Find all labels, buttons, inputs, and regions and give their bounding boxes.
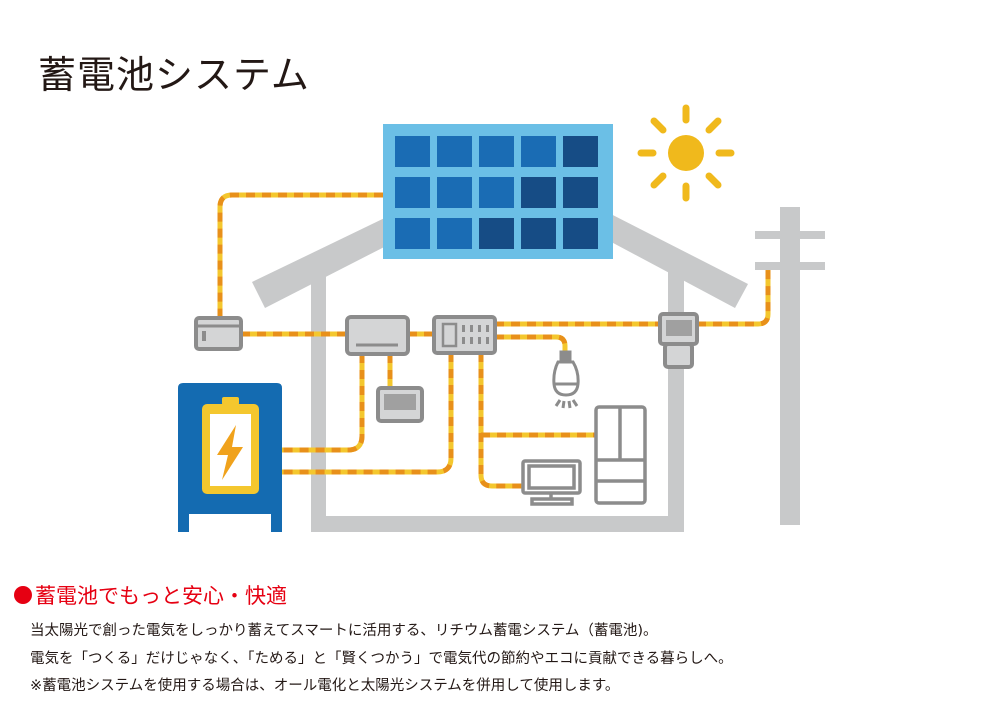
solar-cell bbox=[395, 136, 430, 167]
page-title: 蓄電池システム bbox=[38, 53, 310, 97]
lightning-icon bbox=[217, 425, 243, 480]
solar-cell bbox=[437, 136, 472, 167]
solar-cell bbox=[479, 177, 514, 208]
bullet-icon bbox=[14, 586, 32, 604]
solar-cell bbox=[563, 136, 598, 167]
solar-cell bbox=[395, 218, 430, 249]
power-wire bbox=[217, 192, 383, 318]
monitor-device bbox=[376, 386, 424, 423]
solar-panel bbox=[383, 124, 613, 259]
solar-cell bbox=[563, 218, 598, 249]
power-wire bbox=[282, 354, 365, 453]
solar-cell bbox=[521, 177, 556, 208]
solar-cell bbox=[521, 218, 556, 249]
solar-cell bbox=[395, 177, 430, 208]
solar-cell bbox=[521, 136, 556, 167]
solar-cell bbox=[437, 177, 472, 208]
utility-pole bbox=[755, 207, 825, 525]
section-heading: 蓄電池でもっと安心・快適 bbox=[14, 580, 287, 610]
sun-icon bbox=[637, 104, 735, 202]
power-conditioner bbox=[345, 315, 410, 356]
light-bulb-icon bbox=[552, 350, 580, 409]
wiring bbox=[217, 192, 771, 489]
solar-cell bbox=[479, 136, 514, 167]
solar-cell bbox=[437, 218, 472, 249]
body-line-3: ※蓄電池システムを使用する場合は、オール電化と太陽光システムを併用して使用します… bbox=[30, 678, 620, 694]
power-meter bbox=[658, 312, 699, 369]
distribution-board bbox=[432, 315, 497, 355]
body-line-1: 当太陽光で創った電気をしっかり蓄えてスマートに活用する、リチウム蓄電システム（蓄… bbox=[30, 623, 658, 639]
power-wire bbox=[478, 353, 523, 489]
solar-cell bbox=[479, 218, 514, 249]
power-wire bbox=[282, 353, 454, 475]
solar-cell bbox=[563, 177, 598, 208]
storage-battery bbox=[178, 383, 282, 532]
battery-system-illustration bbox=[178, 104, 825, 532]
power-wire bbox=[495, 334, 568, 352]
power-wire bbox=[697, 270, 771, 327]
refrigerator-icon bbox=[594, 405, 647, 505]
television-icon bbox=[521, 459, 582, 506]
section-heading-text: 蓄電池でもっと安心・快適 bbox=[35, 584, 287, 608]
junction-box bbox=[194, 316, 243, 351]
body-line-2: 電気を「つくる」だけじゃなく、「ためる」と「賢くつかう」で電気代の節約やエコに貢… bbox=[30, 651, 733, 667]
power-wire bbox=[478, 353, 523, 489]
power-wire bbox=[282, 353, 454, 475]
